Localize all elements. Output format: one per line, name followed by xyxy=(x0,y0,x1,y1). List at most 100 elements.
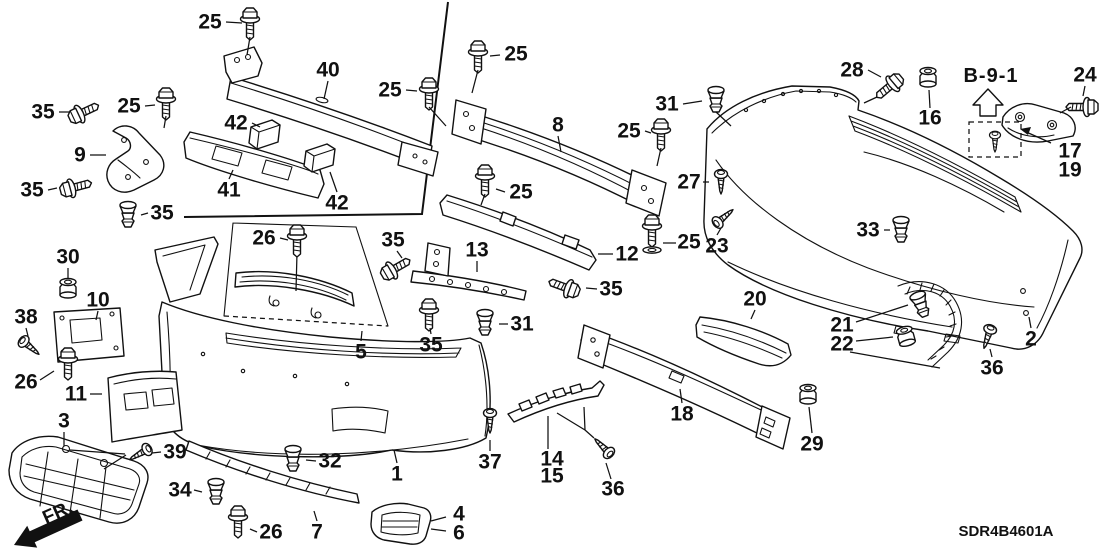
section-ref-b-9-1 xyxy=(968,88,1052,158)
callout-4: 4 xyxy=(453,503,465,526)
callout-18: 18 xyxy=(670,403,694,426)
leader-line xyxy=(144,104,156,107)
callout-35: 35 xyxy=(31,101,55,124)
bolt-icon xyxy=(57,172,95,202)
callout-35: 35 xyxy=(381,229,405,252)
callout-25: 25 xyxy=(504,43,528,66)
callout-36: 36 xyxy=(980,357,1003,380)
callout-6: 6 xyxy=(453,522,465,545)
leader-line xyxy=(429,327,432,335)
callout-25: 25 xyxy=(198,11,222,34)
leader-line xyxy=(716,227,722,236)
bolt-icon xyxy=(418,298,440,332)
callout-34: 34 xyxy=(168,479,192,502)
callout-10: 10 xyxy=(86,289,109,312)
screw-icon xyxy=(988,130,1002,153)
callout-26: 26 xyxy=(14,371,37,394)
leader-line xyxy=(808,406,813,434)
section-ref-label: B-9-1 xyxy=(963,65,1018,87)
leader-line xyxy=(855,304,909,323)
callout-7: 7 xyxy=(311,521,323,544)
leader-line xyxy=(313,510,318,522)
callout-31: 31 xyxy=(510,313,534,336)
callout-23: 23 xyxy=(705,235,728,258)
part-rear-beam-18 xyxy=(577,324,791,450)
callout-26: 26 xyxy=(259,521,282,544)
leader-line xyxy=(557,135,562,153)
leader-line xyxy=(329,171,338,193)
callout-3: 3 xyxy=(58,410,70,433)
callout-17: 17 xyxy=(1058,140,1081,163)
callout-20: 20 xyxy=(743,288,766,311)
part-rear-side-bracket-17-19 xyxy=(1001,102,1076,143)
nut-icon xyxy=(799,383,817,405)
callout-35: 35 xyxy=(419,334,443,357)
callout-21: 21 xyxy=(830,314,854,337)
leader-line xyxy=(151,451,162,454)
leader-line xyxy=(396,250,403,259)
callout-9: 9 xyxy=(74,144,86,167)
callout-35: 35 xyxy=(599,278,623,301)
callout-29: 29 xyxy=(800,433,823,456)
part-rear-bumper-face-2 xyxy=(703,85,1083,350)
callout-37: 37 xyxy=(478,451,501,474)
callout-22: 22 xyxy=(830,333,853,356)
leader-line xyxy=(750,309,756,320)
leader-line xyxy=(430,516,447,522)
part-fog-bracket-14-15 xyxy=(507,380,605,439)
leader-line xyxy=(47,187,58,191)
nut-icon xyxy=(919,66,937,88)
bolt-icon xyxy=(650,118,672,152)
part-front-bumper-beam-40 xyxy=(223,46,439,177)
callout-1: 1 xyxy=(391,463,403,486)
part-front-grille-3 xyxy=(8,435,149,524)
nut-icon xyxy=(59,277,77,299)
clip-icon xyxy=(476,308,494,336)
part-fog-light-bezel-4-6 xyxy=(370,502,432,545)
callout-13: 13 xyxy=(465,239,488,262)
leader-layer xyxy=(25,21,1086,533)
leader-line xyxy=(867,69,882,78)
part-bumper-bracket-9 xyxy=(106,125,165,193)
bolt-icon xyxy=(641,214,663,248)
screw-icon xyxy=(589,433,618,462)
callout-41: 41 xyxy=(217,179,241,202)
callout-38: 38 xyxy=(14,306,38,329)
leader-line xyxy=(140,212,149,216)
callout-14: 14 xyxy=(540,448,564,471)
leader-line xyxy=(1028,316,1032,329)
bolt-icon xyxy=(545,271,583,303)
callout-5: 5 xyxy=(355,341,367,364)
bolt-icon xyxy=(239,7,261,41)
callout-25: 25 xyxy=(677,231,701,254)
screw-icon xyxy=(15,332,44,361)
callout-25: 25 xyxy=(617,120,641,143)
bolt-icon xyxy=(155,87,177,121)
callout-30: 30 xyxy=(56,246,79,269)
bolt-icon xyxy=(474,164,496,198)
leader-line xyxy=(1082,85,1086,97)
callout-16: 16 xyxy=(918,107,941,130)
callout-39: 39 xyxy=(163,441,186,464)
clip-icon xyxy=(892,215,910,243)
leader-line xyxy=(585,287,598,290)
bolt-icon xyxy=(286,224,308,258)
callout-2: 2 xyxy=(1025,328,1037,351)
callout-25: 25 xyxy=(378,79,402,102)
callout-27: 27 xyxy=(677,171,700,194)
leader-line xyxy=(405,89,418,92)
part-license-garnish-11 xyxy=(107,370,183,443)
clip-icon xyxy=(707,85,725,113)
bolt-icon xyxy=(227,505,249,539)
part-absorber-spacer-42a xyxy=(248,119,281,150)
part-grille-molding-5 xyxy=(234,270,355,319)
washer-icon xyxy=(642,246,662,254)
leader-line xyxy=(605,462,612,480)
part-front-upper-rail-13 xyxy=(410,242,527,301)
leader-line xyxy=(251,122,261,128)
callout-42: 42 xyxy=(224,112,247,135)
callout-36: 36 xyxy=(601,478,624,501)
callout-12: 12 xyxy=(615,243,638,266)
bolt-icon xyxy=(64,95,104,129)
